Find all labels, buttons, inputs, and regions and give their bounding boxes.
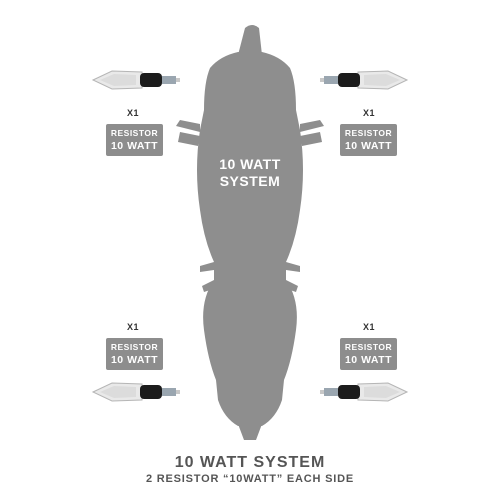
resistor-badge: RESISTOR 10 WATT xyxy=(106,124,163,156)
quantity-label: X1 xyxy=(362,322,375,332)
resistor-badge: RESISTOR 10 WATT xyxy=(106,338,163,370)
resistor-label: RESISTOR xyxy=(344,342,393,352)
resistor-label: RESISTOR xyxy=(110,342,159,352)
system-title-line1: 10 WATT xyxy=(219,156,281,172)
turn-signal-top-right-icon xyxy=(320,70,409,90)
footer-title: 10 WATT SYSTEM xyxy=(174,454,326,471)
quantity-label: X1 xyxy=(362,108,375,118)
resistor-label: RESISTOR xyxy=(110,128,159,138)
system-label: 10 WATT SYSTEM xyxy=(200,156,300,190)
resistor-wattage: 10 WATT xyxy=(110,354,159,366)
quantity-label: X1 xyxy=(126,322,139,332)
resistor-badge: RESISTOR 10 WATT xyxy=(340,124,397,156)
resistor-wattage: 10 WATT xyxy=(110,140,159,152)
footer-subtitle: 2 RESISTOR “10WATT” EACH SIDE xyxy=(146,473,354,485)
system-title-line2: SYSTEM xyxy=(219,173,281,189)
resistor-label: RESISTOR xyxy=(344,128,393,138)
resistor-badge: RESISTOR 10 WATT xyxy=(340,338,397,370)
turn-signal-top-left-icon xyxy=(91,70,180,90)
turn-signal-bottom-right-icon xyxy=(320,382,409,402)
quantity-label: X1 xyxy=(126,108,139,118)
resistor-wattage: 10 WATT xyxy=(344,354,393,366)
resistor-wattage: 10 WATT xyxy=(344,140,393,152)
turn-signal-bottom-left-icon xyxy=(91,382,180,402)
